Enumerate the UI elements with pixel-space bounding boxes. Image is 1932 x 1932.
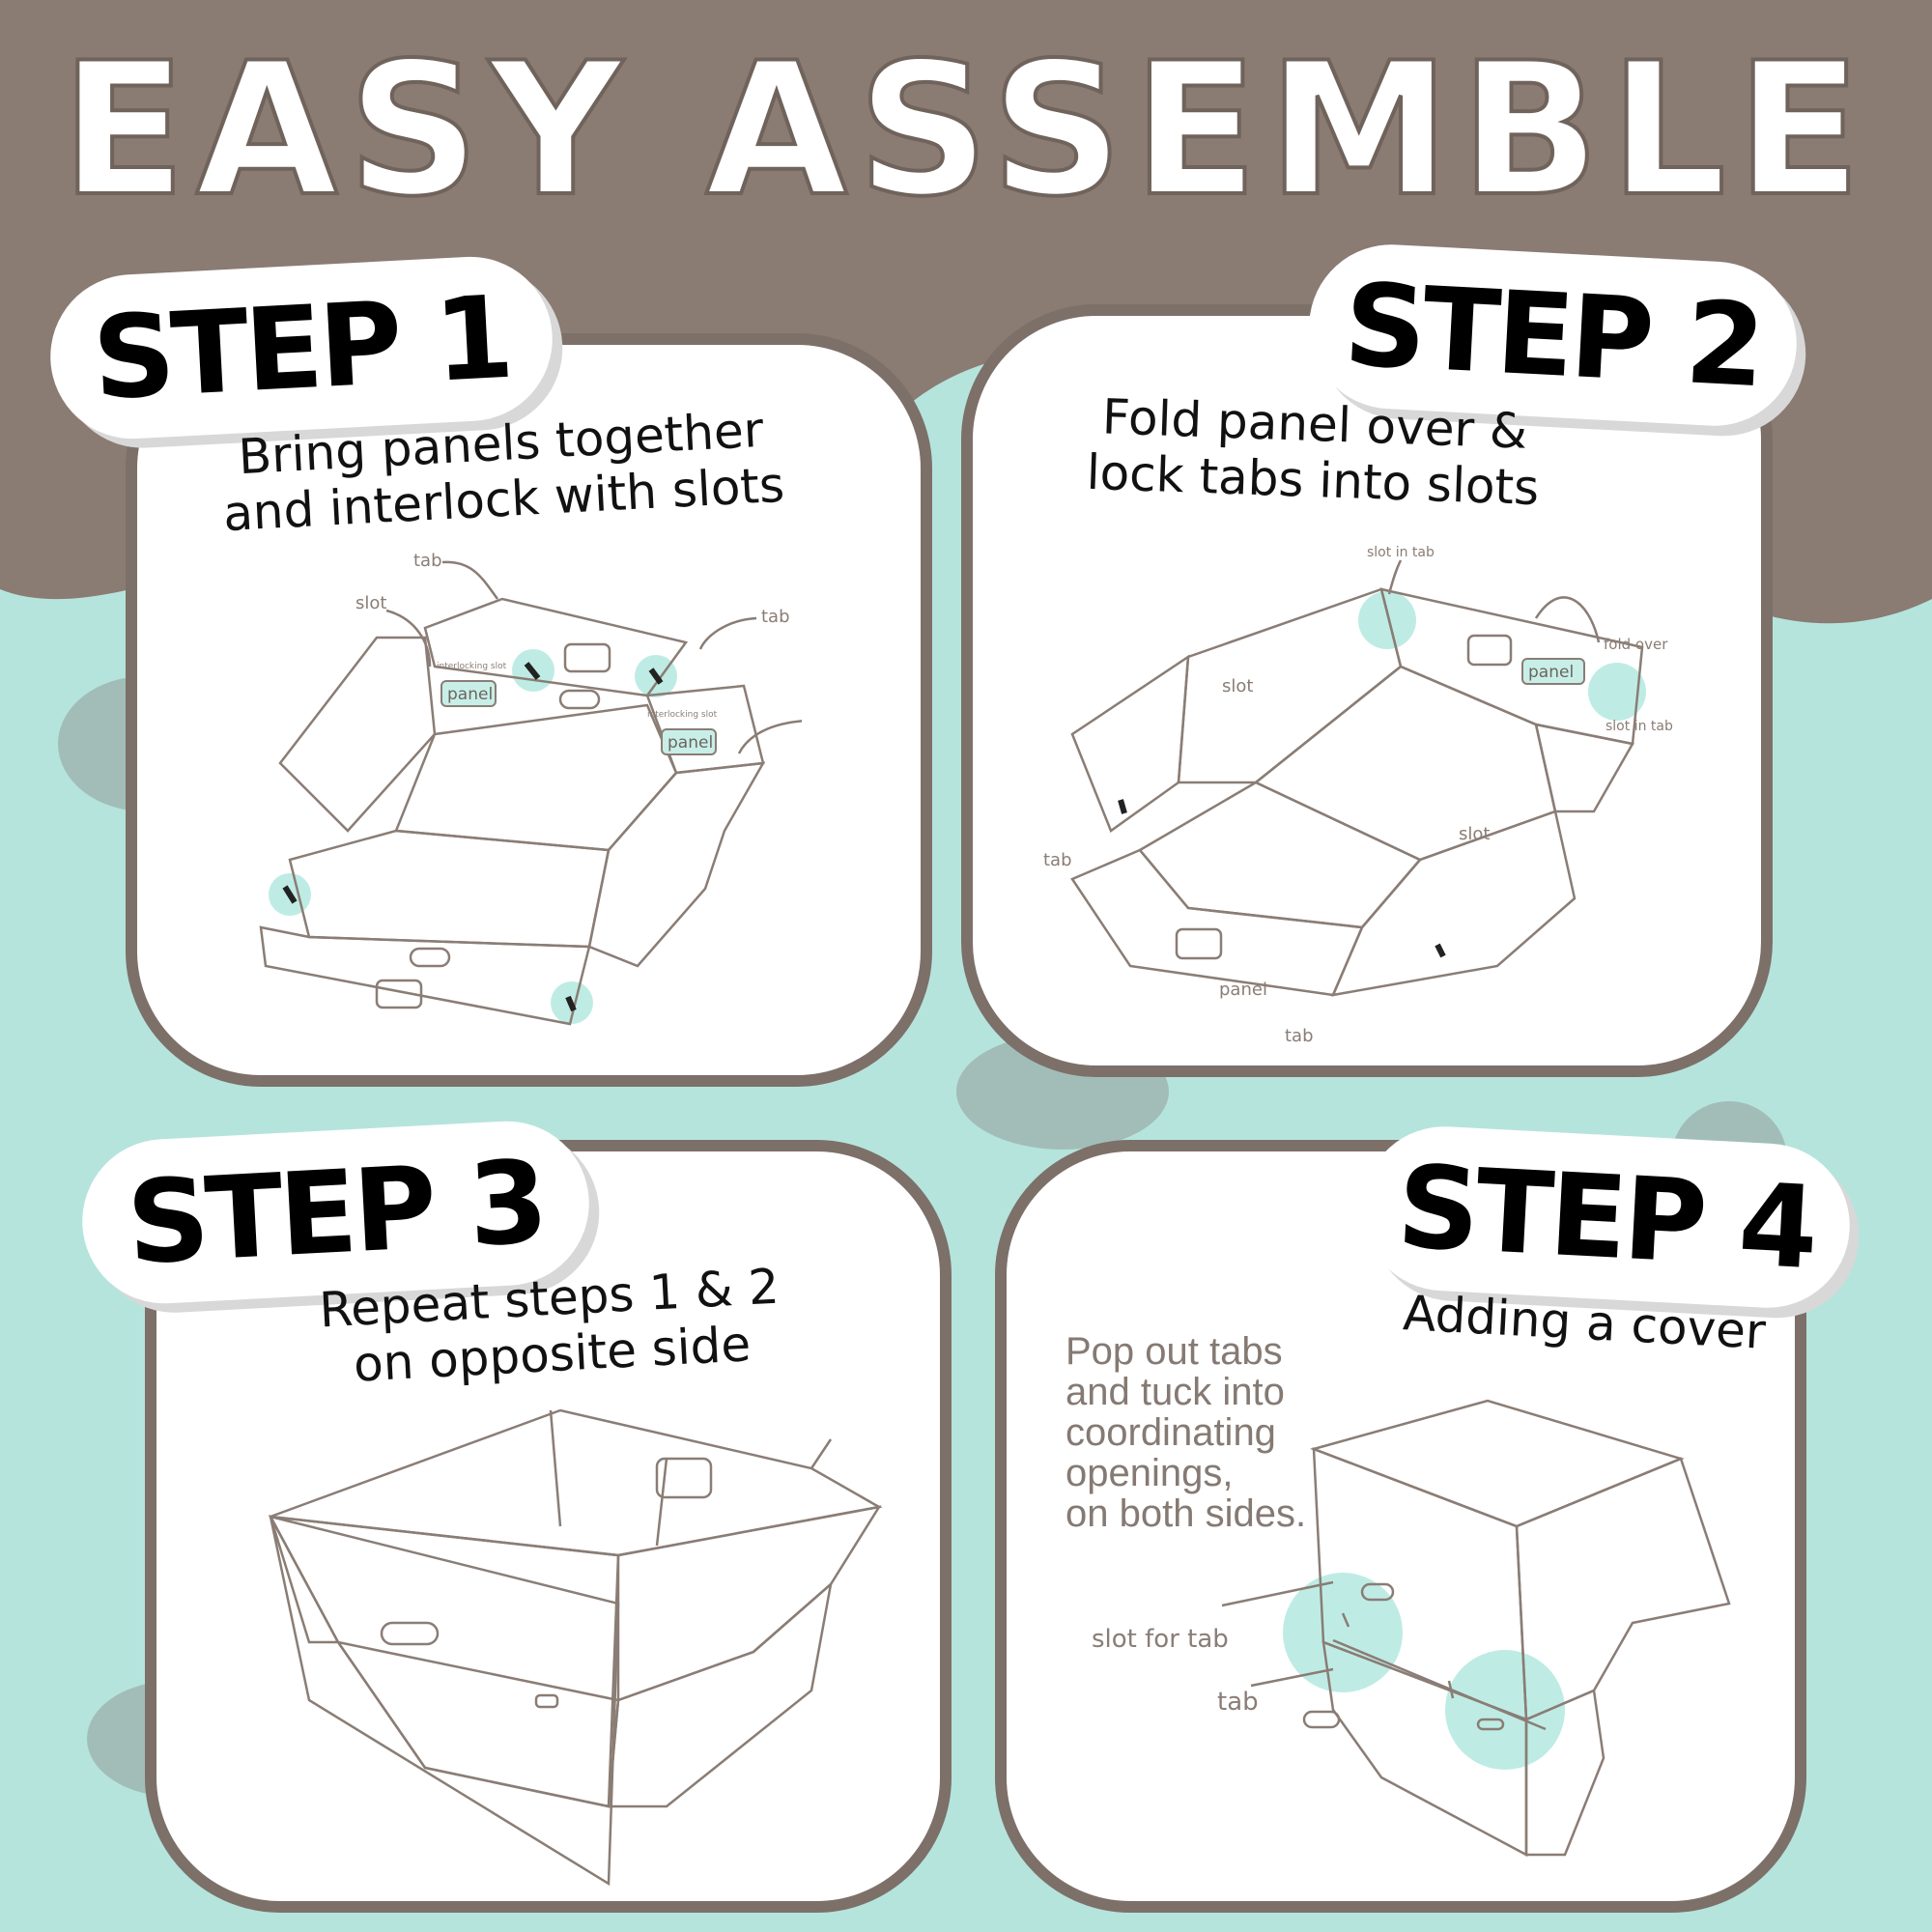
step-2-slot-mid: slot: [1459, 824, 1490, 844]
page-title: EASY ASSEMBLE: [59, 23, 1872, 237]
step-2-slot-left: slot: [1222, 676, 1253, 696]
step-4-heading: STEP 4: [1357, 1122, 1855, 1313]
step-2-caption: Fold panel over & lock tabs into slots: [1085, 388, 1541, 517]
step-2-slot-in-tab-top: slot in tab: [1367, 545, 1435, 560]
step-1-interlock-1: interlocking slot: [437, 662, 507, 671]
step-2-tab-left: tab: [1043, 850, 1072, 870]
step-1-interlock-2: interlocking slot: [647, 710, 718, 720]
step-3-diagram: [268, 1408, 883, 1887]
step-4-note: Pop out tabs and tuck into coordinating …: [1065, 1330, 1307, 1535]
step-4-tab: tab: [1217, 1688, 1259, 1717]
step-1-card: [126, 333, 932, 1087]
step-1-tab-right: tab: [761, 607, 790, 627]
step-1-tab-top: tab: [413, 551, 442, 571]
step-4-slot-for-tab: slot for tab: [1092, 1625, 1229, 1654]
step-1-slot-left: slot: [355, 593, 386, 613]
step-1-heading: STEP 1: [45, 252, 557, 443]
step-2-tab-bottom: tab: [1285, 1026, 1314, 1046]
step-2-fold-over: fold over: [1604, 636, 1668, 653]
step-1-diagram: panel panel tab slot tab slot interlocki…: [259, 551, 802, 1026]
step-4-diagram: slot for tab tab: [1092, 1399, 1731, 1858]
step-2-panel-top: panel: [1528, 663, 1574, 682]
step-2-slot-in-tab-right: slot in tab: [1605, 719, 1673, 734]
step-2-diagram: panel slot in tab fold over slot in tab …: [1043, 545, 1673, 1046]
step-1-panel-label-2: panel: [668, 733, 713, 753]
step-1-panel-label-1: panel: [447, 685, 493, 704]
step-2-panel-bottom: panel: [1219, 980, 1267, 1000]
